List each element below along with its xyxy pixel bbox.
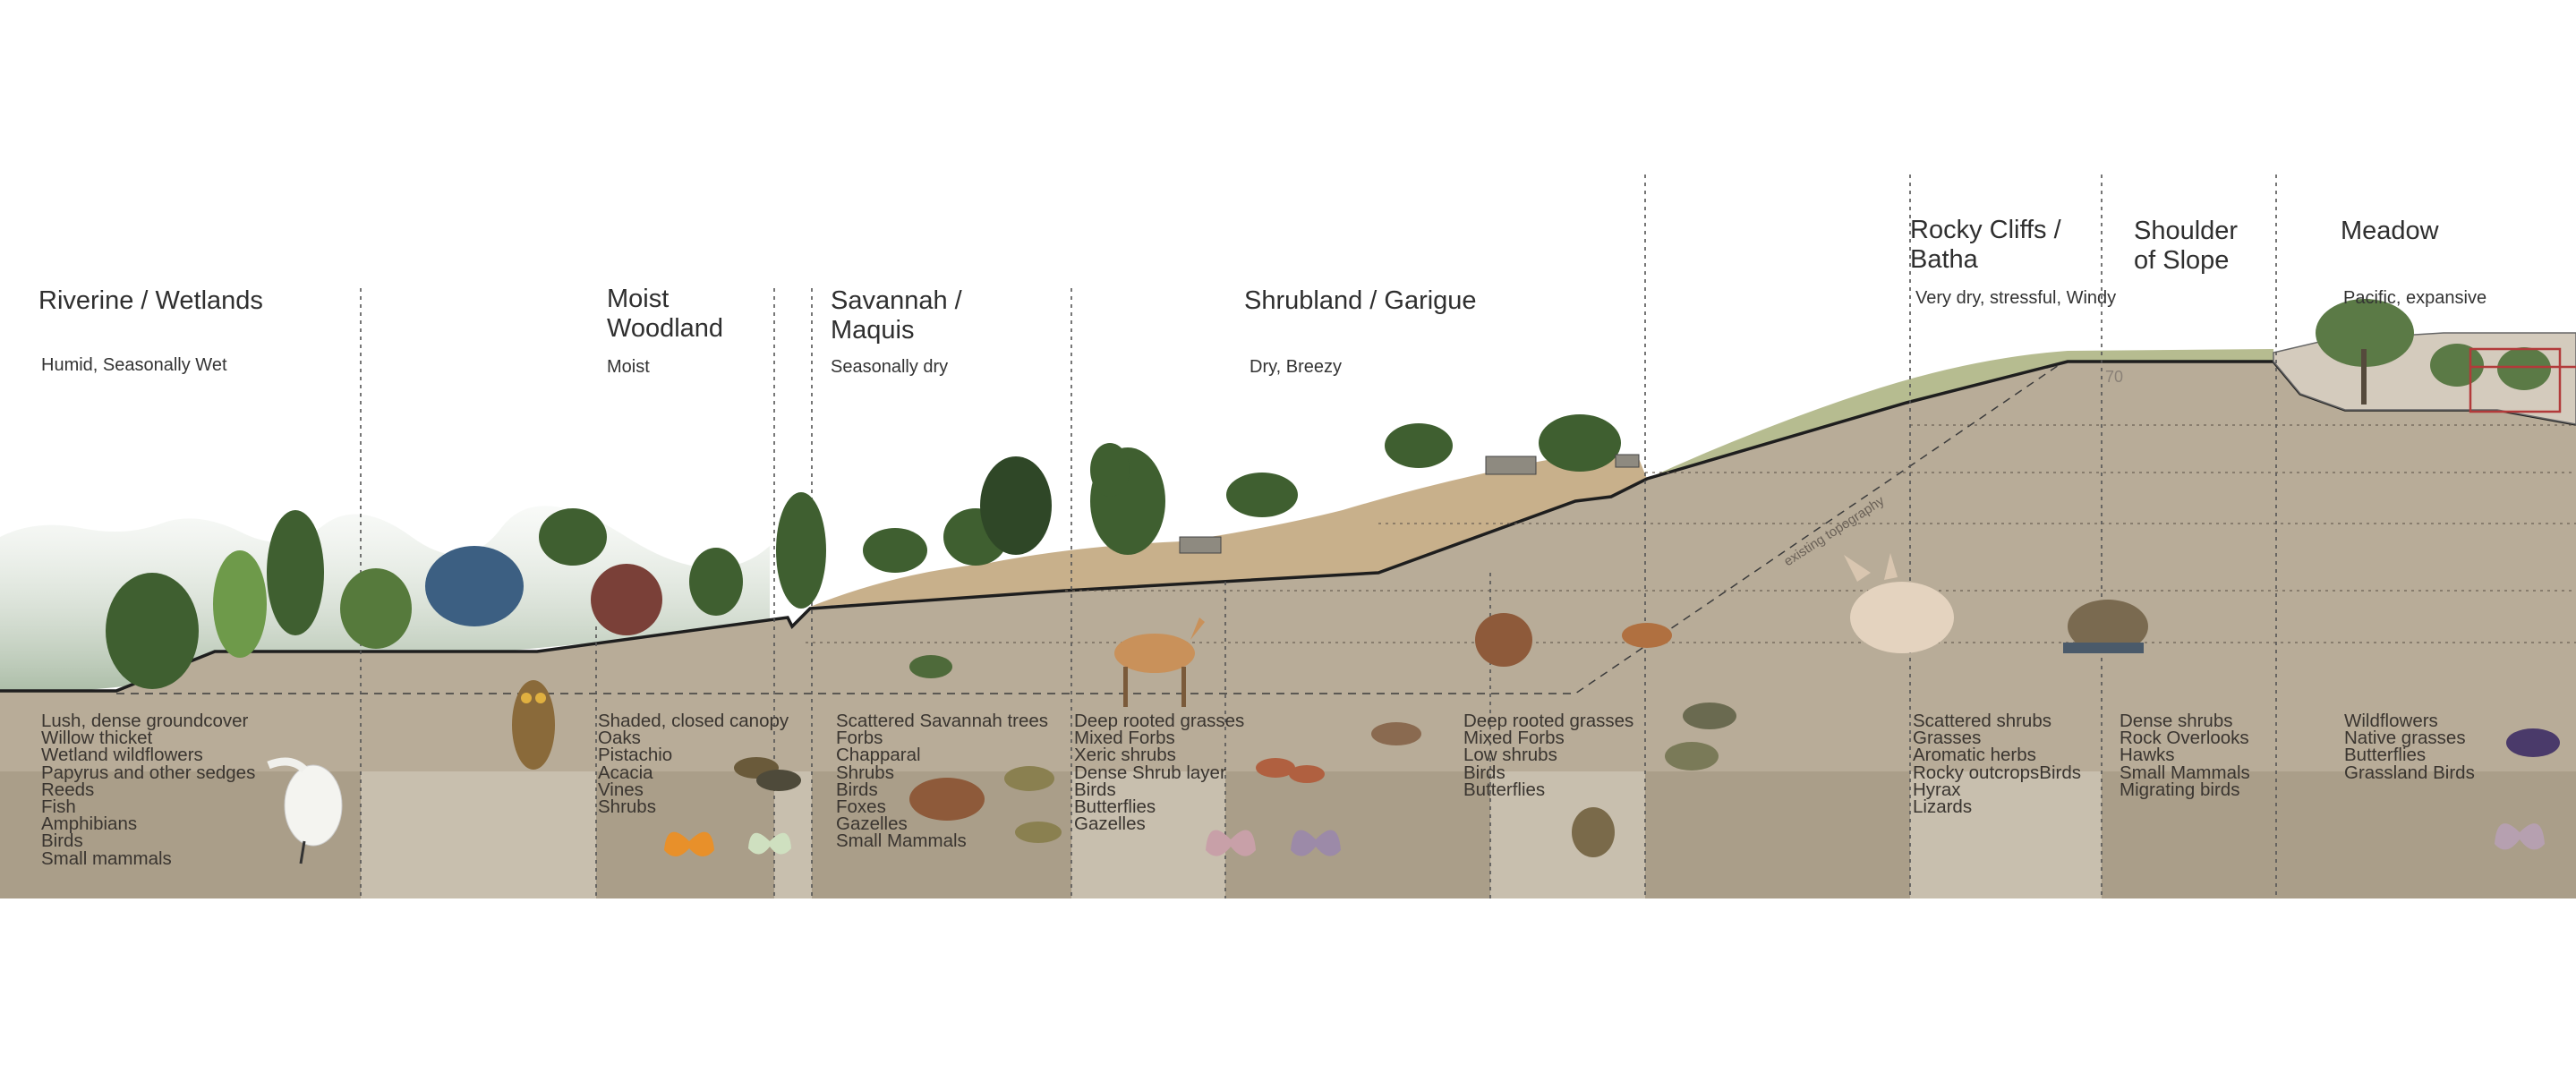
- list-item: Small mammals: [41, 847, 172, 869]
- list-item: Low shrubs: [1463, 745, 1557, 766]
- species-list-moist-woodland: Shaded, closed canopy Oaks Pistachio Aca…: [598, 711, 789, 818]
- list-item: Deep rooted grasses: [1463, 711, 1634, 731]
- list-item: Willow thicket: [41, 728, 153, 749]
- list-item: Amphibians: [41, 813, 138, 835]
- pavilion-icon: [1179, 454, 1640, 554]
- gazelle-icon: [1114, 617, 1205, 707]
- species-list-shrubland-a: Deep rooted grasses Mixed Forbs Xeric sh…: [1074, 711, 1245, 835]
- list-item: Hawks: [2120, 745, 2175, 766]
- list-item: Chapparal: [836, 745, 921, 766]
- list-item: Migrating birds: [2120, 779, 2240, 800]
- zone-band-light: [1910, 771, 2102, 898]
- zone-subtitle-savannah: Seasonally dry: [831, 357, 949, 377]
- list-item: Acacia: [598, 762, 653, 783]
- list-item: Butterflies: [1074, 796, 1156, 818]
- pavilion-icon: [2469, 347, 2576, 413]
- list-item: Fish: [41, 796, 76, 818]
- list-item: Shaded, closed canopy: [598, 711, 789, 731]
- hyrax-icon: [2063, 600, 2148, 653]
- list-item: Native grasses: [2344, 728, 2466, 749]
- list-item: Wetland wildflowers: [41, 745, 203, 766]
- list-item: Mixed Forbs: [1463, 728, 1565, 749]
- list-item: Grasses: [1913, 728, 1982, 749]
- list-item: Birds: [1074, 779, 1116, 800]
- dry-grass-hillside: [810, 455, 1647, 607]
- zone-title-savannah: Savannah / Maquis: [831, 286, 962, 345]
- list-item: Dense shrubs: [2120, 711, 2233, 731]
- zone-title-shoulder: Shoulder of Slope: [2134, 217, 2239, 275]
- grass-slope-upper: [1647, 349, 2273, 479]
- zone-dividers: [360, 175, 2277, 898]
- owl-icon: [512, 680, 555, 770]
- egret-icon: [267, 757, 343, 864]
- list-item: Rock Overlooks: [2120, 728, 2249, 749]
- list-item: Rocky outcropsBirds: [1913, 762, 2081, 783]
- list-item: Foxes: [836, 796, 886, 818]
- songbird-icon: [734, 623, 2560, 857]
- soil-body: [0, 362, 2576, 898]
- list-item: Wildflowers: [2344, 711, 2438, 731]
- tree-icon: [106, 414, 1621, 689]
- list-item: Mixed Forbs: [1074, 728, 1175, 749]
- list-item: Small Mammals: [2120, 762, 2250, 783]
- list-item: Aromatic herbs: [1913, 745, 2036, 766]
- list-item: Lizards: [1913, 796, 1973, 818]
- list-item: Reeds: [41, 779, 95, 800]
- list-item: Shrubs: [598, 796, 656, 818]
- list-item: Dense Shrub layer: [1074, 762, 1226, 783]
- zone-band-light: [1490, 771, 1645, 898]
- list-item: Hyrax: [1913, 779, 1961, 800]
- list-item: Pistachio: [598, 745, 673, 766]
- list-item: Scattered Savannah trees: [836, 711, 1049, 731]
- zone-subtitle-moist-woodland: Moist: [607, 357, 650, 377]
- list-item: Papyrus and other sedges: [41, 762, 256, 783]
- list-item: Forbs: [836, 728, 883, 749]
- list-item: Gazelles: [1074, 813, 1146, 835]
- list-item: Vines: [598, 779, 644, 800]
- zone-band-light: [361, 771, 596, 898]
- zone-band-light: [1071, 771, 1225, 898]
- zone-title-shrubland: Shrubland / Garigue: [1244, 286, 1477, 315]
- list-item: Butterflies: [2344, 745, 2427, 766]
- tree-icon: [2316, 299, 2551, 405]
- species-list-savannah: Scattered Savannah trees Forbs Chapparal…: [836, 711, 1049, 852]
- zone-subtitle-riverine: Humid, Seasonally Wet: [41, 355, 227, 375]
- elevation-marker: 70: [2105, 368, 2124, 386]
- list-item: Birds: [41, 830, 83, 852]
- zone-subtitle-shrubland: Dry, Breezy: [1250, 357, 1342, 377]
- list-item: Xeric shrubs: [1074, 745, 1176, 766]
- list-item: Gazelles: [836, 813, 908, 835]
- species-list-shrubland-b: Deep rooted grasses Mixed Forbs Low shru…: [1463, 711, 1634, 800]
- list-item: Birds: [836, 779, 878, 800]
- list-item: Birds: [1463, 762, 1506, 783]
- list-item: Butterflies: [1463, 779, 1546, 800]
- list-item: Small Mammals: [836, 830, 967, 852]
- species-list-riverine: Lush, dense groundcover Willow thicket W…: [41, 711, 256, 869]
- zone-title-rocky-cliffs: Rocky Cliffs / Batha: [1910, 216, 2061, 274]
- list-item: Oaks: [598, 728, 641, 749]
- existing-topography-line: [116, 364, 2060, 694]
- list-item: Deep rooted grasses: [1074, 711, 1245, 731]
- partridge-icon: [909, 613, 1532, 821]
- zone-title-riverine: Riverine / Wetlands: [38, 286, 263, 315]
- list-item: Grassland Birds: [2344, 762, 2475, 783]
- zone-title-moist-woodland: Moist Woodland: [607, 285, 724, 343]
- fennec-fox-icon: [1844, 553, 1954, 653]
- list-item: Shrubs: [836, 762, 894, 783]
- zone-title-meadow: Meadow: [2341, 217, 2439, 245]
- elevation-gridlines: [806, 424, 2576, 643]
- species-list-meadow: Wildflowers Native grasses Butterflies G…: [2344, 711, 2475, 783]
- butterfly-icon: [664, 823, 2545, 857]
- list-item: Lush, dense groundcover: [41, 711, 249, 731]
- species-list-shoulder: Dense shrubs Rock Overlooks Hawks Small …: [2120, 711, 2250, 800]
- zone-subtitle-rocky-cliffs: Very dry, stressful, Windy: [1915, 288, 2117, 308]
- list-item: Scattered shrubs: [1913, 711, 2051, 731]
- zone-subtitle-meadow: Pacific, expansive: [2343, 288, 2487, 308]
- species-list-rocky-cliffs: Scattered shrubs Grasses Aromatic herbs …: [1913, 711, 2081, 818]
